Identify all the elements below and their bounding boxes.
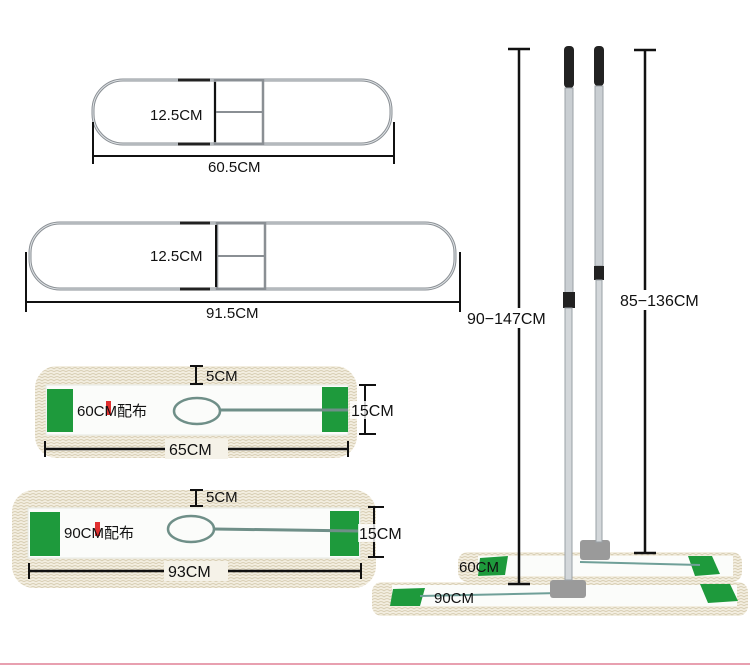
assembled-mops: 60CM 90CM bbox=[372, 540, 748, 616]
pad-small-fringe-label: 5CM bbox=[206, 368, 238, 385]
pad-small-width-label: 65CM bbox=[169, 442, 212, 459]
frame-small-width-label: 60.5CM bbox=[208, 159, 261, 176]
pad-large-width-label: 93CM bbox=[168, 564, 211, 581]
pole-long-range-label: 90−147CM bbox=[467, 311, 546, 328]
pad-large: 5CM 90CM配布 15CM 93CM bbox=[12, 489, 408, 588]
pole-long bbox=[563, 46, 575, 581]
pole-short bbox=[594, 46, 604, 543]
pad-small: 5CM 60CM配布 15CM 65CM bbox=[35, 365, 400, 459]
pad-large-fringe-label: 5CM bbox=[206, 489, 238, 506]
pad-small-cloth-label: 60CM配布 bbox=[77, 403, 147, 420]
frame-small-height-label: 12.5CM bbox=[150, 107, 203, 124]
pole-long-dimension: 90−147CM bbox=[466, 47, 558, 586]
assembled-small-label: 60CM bbox=[459, 559, 499, 576]
frame-large-width-label: 91.5CM bbox=[206, 305, 259, 322]
pad-large-height-label: 15CM bbox=[359, 526, 402, 543]
pad-small-height-label: 15CM bbox=[351, 403, 394, 420]
frame-small: 12.5CM 60.5CM bbox=[91, 78, 395, 176]
pole-short-range-label: 85−136CM bbox=[620, 293, 699, 310]
pad-large-cloth-label: 90CM配布 bbox=[64, 525, 134, 542]
assembled-large-label: 90CM bbox=[434, 590, 474, 607]
frame-large: 12.5CM 91.5CM bbox=[25, 221, 461, 322]
frame-large-height-label: 12.5CM bbox=[150, 248, 203, 265]
pole-short-dimension: 85−136CM bbox=[618, 48, 712, 555]
